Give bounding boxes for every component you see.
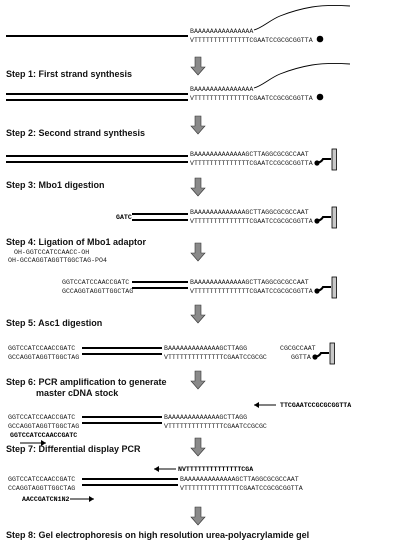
step-6-left-top: GGTCCATCCAACCGATC [8,414,75,421]
step-arrow-3 [190,177,206,197]
step-6-right-bottom: VTTTTTTTTTTTTTTCGAATCCGCGC [164,423,267,430]
step-5-title: Step 5: Asc1 digestion [6,318,102,328]
step-2-bottom-seq: VTTTTTTTTTTTTTTCGAATCCGCGCGGTTA [190,160,313,167]
step-6-title-line2: master cDNA stock [36,388,119,398]
step-7-right-bottom: VTTTTTTTTTTTTTTCGAATCCGCGCGGTTA [180,485,303,492]
step-6-right-top: BAAAAAAAAAAAAAGCTTAGG [164,414,247,421]
step-3-title: Step 3: Mbo1 digestion [6,180,105,190]
step-4-title: Step 4: Ligation of Mbo1 adaptor [6,237,146,247]
step-arrow-5 [190,304,206,324]
step-3-panel: GATC BAAAAAAAAAAAAAGCTTAGGCGCGCCAAT VTTT… [116,206,337,229]
step-4-left-bottom: GCCAGGTAGGTTGGCTAG [62,288,133,295]
solid-support [329,342,335,365]
solid-support [331,206,337,229]
step-7-right-primer: NVTTTTTTTTTTTTTTCGA [178,466,253,473]
step-7-panel: NVTTTTTTTTTTTTTTCGA GGTCCATCCAACCGATC CC… [8,466,303,503]
step-2-top-seq: BAAAAAAAAAAAAAGCTTAGGCGCGCCAAT [190,151,309,158]
step-4-top-seq: BAAAAAAAAAAAAAGCTTAGGCGCGCCAAT [190,279,309,286]
step-5-left-top: GGTCCATCCAACCGATC [8,345,75,352]
step-7-right-top: BAAAAAAAAAAAAAGCTTAGGCGCGCCAAT [180,476,299,483]
step-arrow-4 [190,242,206,262]
step-3-bottom-seq: VTTTTTTTTTTTTTTCGAATCCGCGCGGTTA [190,218,313,225]
step-5-left-bottom: GCCAGGTAGGTTGGCTAG [8,354,79,361]
step-1-oligodt: VTTTTTTTTTTTTTTCGAATCCGCGCGGTTA [190,95,313,102]
step-6-right-primer: TTCGAATCCGCGCGGTTA [280,402,351,409]
step-4-left-top: GGTCCATCCAACCGATC [62,279,129,286]
step-arrow-6 [190,370,206,390]
step-arrow-8 [190,506,206,526]
polya-sequence: BAAAAAAAAAAAAAAA [190,28,253,35]
step-1-panel: BAAAAAAAAAAAAAAA VTTTTTTTTTTTTTTCGAATCCG… [6,62,351,102]
bead-icon [316,35,324,43]
bead-icon [316,93,324,101]
step-4-bottom-seq: VTTTTTTTTTTTTTTCGAATCCGCGCGGTTA [190,288,313,295]
step-7-left-primer: AACCGATCN1N2 [22,496,70,503]
step-7-left-top: GGTCCATCCAACCGATC [8,476,75,483]
step-8-title: Step 8: Gel electrophoresis on high reso… [6,530,309,540]
step-4-panel: GGTCCATCCAACCGATC GCCAGGTAGGTTGGCTAG BAA… [62,276,337,299]
step-6-left-bottom: GCCAGGTAGGTTGGCTAG [8,423,79,430]
adaptor-top: OH-GGTCCATCCAACC-OH [14,249,89,256]
step-6-panel: TTCGAATCCGCGCGGTTA GGTCCATCCAACCGATC GCC… [8,402,351,446]
adaptor-bottom: OH-GCCAGGTAGGTTGGCTAG-PO4 [8,257,107,264]
asc-fragment-bottom: GGTTA [291,354,311,361]
mrna-template-panel: BAAAAAAAAAAAAAAA VTTTTTTTTTTTTTTCGAATCCG… [6,4,351,44]
asc-fragment-top: CGCGCCAAT [280,345,316,352]
step-7-left-bottom: CCAGGTAGGTTGGCTAG [8,485,75,492]
step-5-right-top: BAAAAAAAAAAAAAGCTTAGG [164,345,247,352]
step-5-panel: GGTCCATCCAACCGATC GCCAGGTAGGTTGGCTAG BAA… [8,342,335,365]
oligo-dt-primer: VTTTTTTTTTTTTTTCGAATCCGCGCGGTTA [190,37,313,44]
step-6-left-primer: GGTCCATCCAACCGATC [10,432,77,439]
step-arrow-2 [190,115,206,135]
step-7-title: Step 7: Differential display PCR [6,444,141,454]
solid-support [331,276,337,299]
step-3-gatc: GATC [116,214,132,221]
step-2-title: Step 2: Second strand synthesis [6,128,145,138]
step-2-panel: BAAAAAAAAAAAAAGCTTAGGCGCGCCAAT VTTTTTTTT… [6,148,337,171]
step-1-title: Step 1: First strand synthesis [6,69,132,79]
step-1-polya: BAAAAAAAAAAAAAAA [190,86,253,93]
mrna-wave-tail [253,4,351,31]
step-6-title: Step 6: PCR amplification to generate [6,377,167,387]
step-arrow-1 [190,56,206,76]
solid-support [331,148,337,171]
step-5-right-bottom: VTTTTTTTTTTTTTTCGAATCCGCGC [164,354,267,361]
step-3-top-seq: BAAAAAAAAAAAAAGCTTAGGCGCGCCAAT [190,209,309,216]
step-arrow-7 [190,437,206,457]
